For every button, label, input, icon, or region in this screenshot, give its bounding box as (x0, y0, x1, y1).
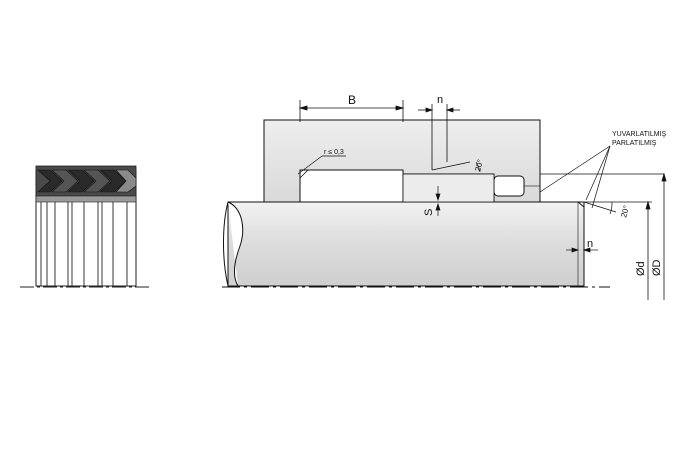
note-line-2: PARLATILMIŞ (612, 140, 657, 147)
dimension-od-rod (645, 200, 651, 300)
label-angle-rod: 20° (619, 204, 631, 218)
note-line-1: YUVARLATILMIŞ (612, 131, 667, 138)
dimension-n-rod (566, 207, 598, 286)
label-angle-top: 20° (473, 158, 485, 172)
v-ring-6 (115, 169, 137, 193)
label-n-top: n (437, 94, 443, 106)
installation-section: B n r ≤ 0,3 20° S (222, 93, 667, 300)
surface-note-leaders (539, 145, 611, 209)
seal-stack-section (20, 165, 152, 288)
label-S: S (423, 209, 435, 216)
label-n-rod: n (587, 238, 593, 250)
angle-arc-top (475, 161, 481, 173)
seal-groove (299, 169, 404, 203)
label-B: B (348, 93, 356, 107)
v-ring-2 (51, 169, 79, 193)
seal-stack-band (35, 195, 137, 203)
dimension-B (298, 100, 405, 122)
seal-stack-lines (40, 202, 128, 286)
v-ring-5 (99, 169, 127, 193)
label-rod-diameter: Ød (635, 261, 647, 276)
rod-body (227, 201, 585, 287)
rod-break (227, 201, 244, 287)
dimension-S (435, 186, 441, 216)
v-ring-chevrons (35, 165, 137, 197)
label-radius: r ≤ 0,3 (324, 149, 344, 156)
v-ring-4 (83, 169, 111, 193)
angle-arc-rod (609, 201, 613, 215)
rod (223, 201, 585, 287)
radius-leader (297, 155, 323, 175)
label-bore-diameter: ØD (651, 259, 663, 276)
dimension-od-bore (661, 172, 667, 300)
wiper-pocket (493, 175, 525, 197)
v-ring-1 (37, 169, 63, 193)
dimension-n-top (418, 104, 460, 170)
v-ring-3 (67, 169, 95, 193)
housing (263, 119, 541, 203)
